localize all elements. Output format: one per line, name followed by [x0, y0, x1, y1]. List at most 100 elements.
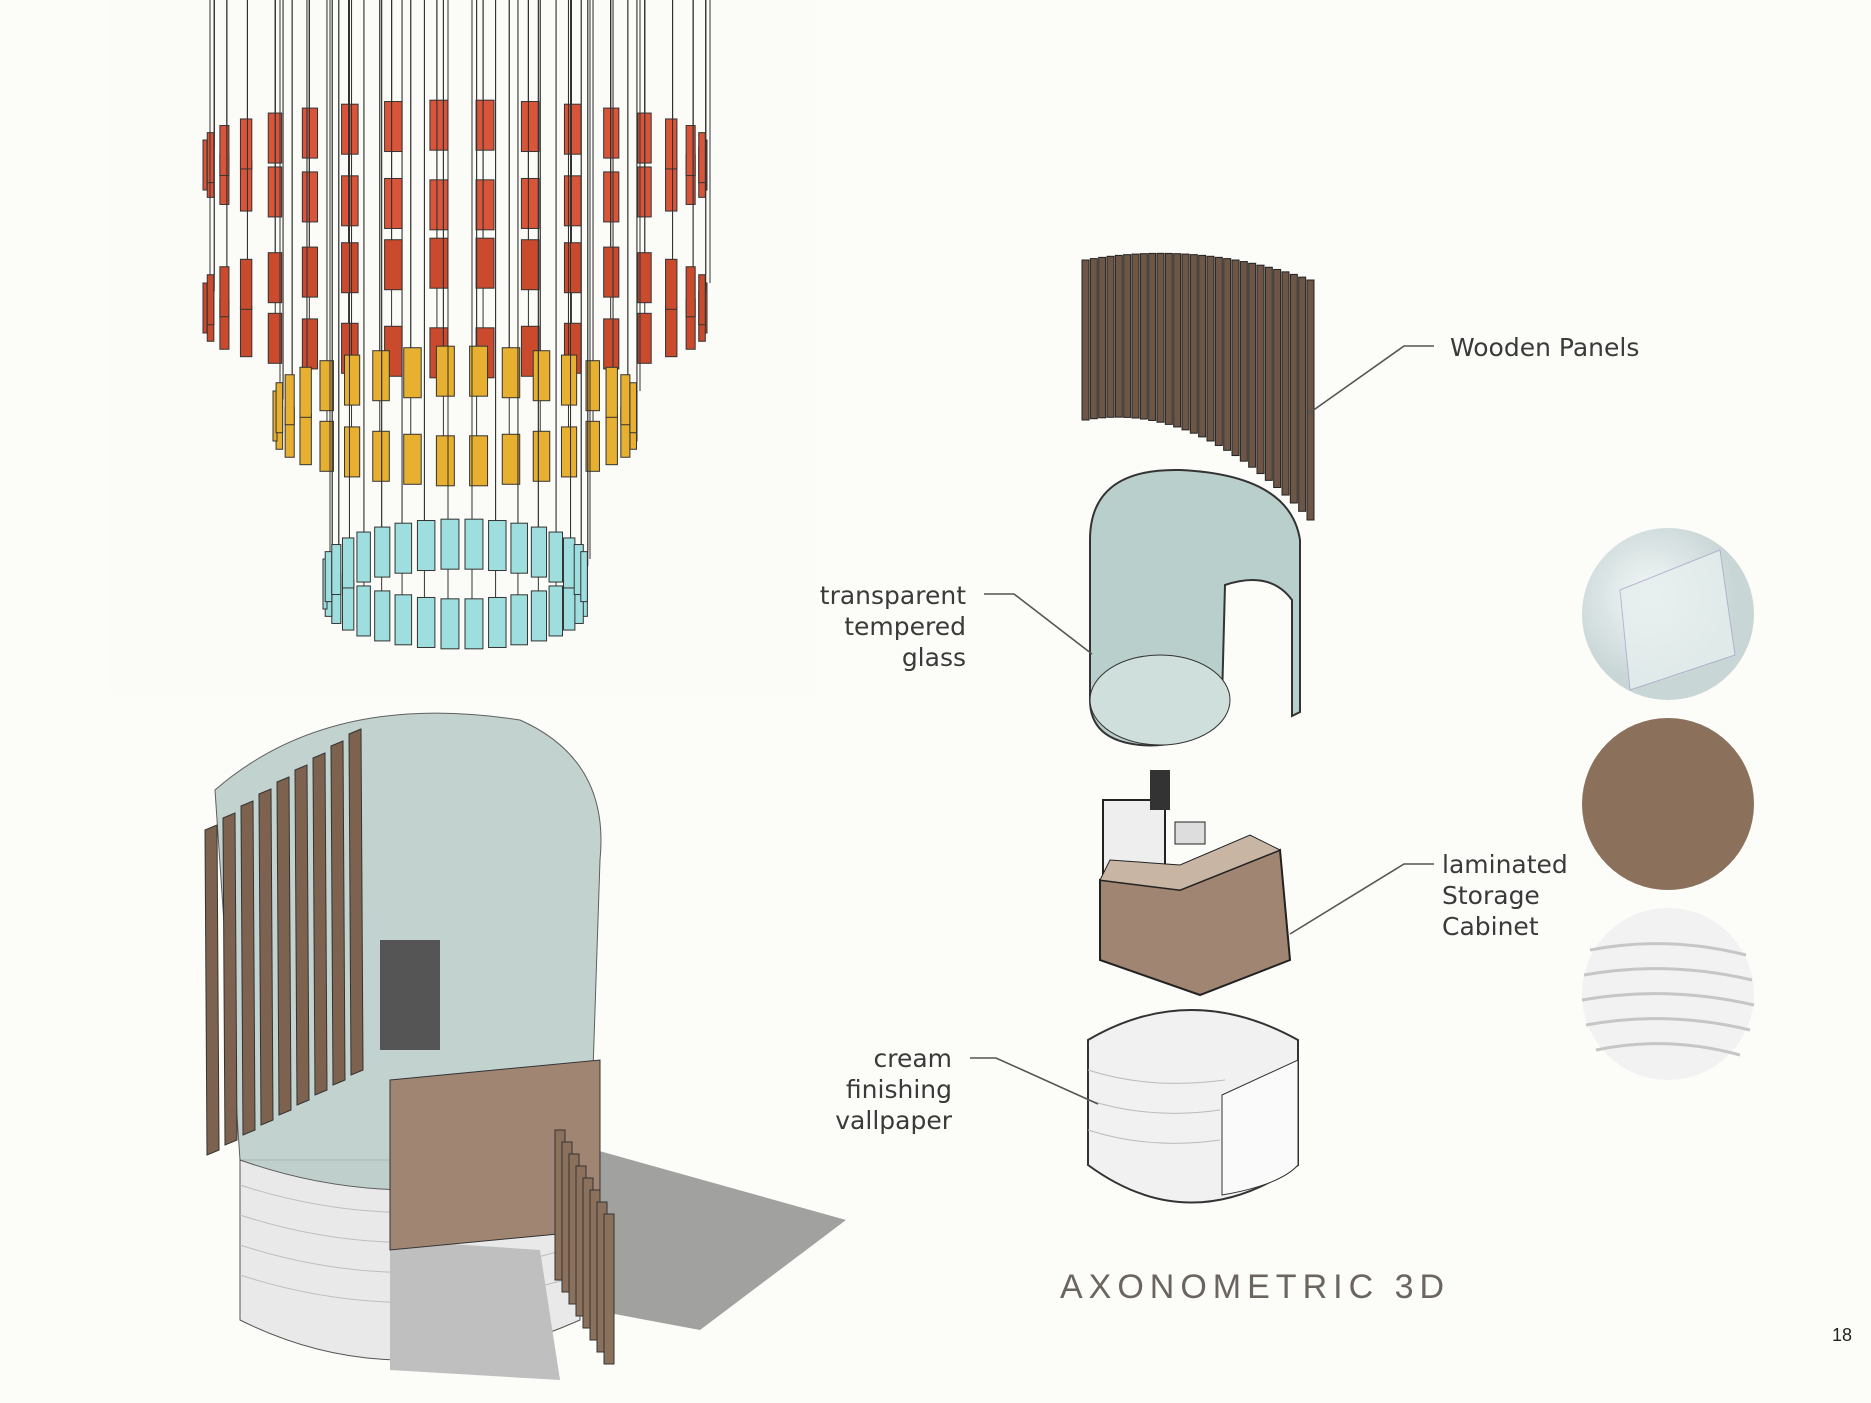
chandelier-panel — [603, 318, 620, 370]
chandelier-panel — [469, 435, 489, 487]
chandelier-panel — [219, 266, 230, 318]
kiosk-slat — [276, 776, 292, 1116]
chandelier-panel — [403, 347, 422, 399]
wooden-slat — [1273, 268, 1282, 489]
leader-lines — [970, 345, 1434, 1105]
wooden-slat — [1089, 258, 1098, 420]
chandelier-panel — [341, 537, 355, 589]
chandelier-panel — [585, 360, 600, 412]
chandelier-panel — [620, 374, 631, 426]
wooden-slat — [1306, 279, 1315, 521]
chandelier-panel — [665, 306, 678, 358]
chandelier-panel — [416, 520, 436, 572]
wooden-slat — [1206, 255, 1215, 442]
wooden-slat — [1189, 254, 1198, 434]
cabinet-drawing — [1099, 770, 1292, 997]
chandelier-panel — [603, 107, 620, 159]
cabinet-label-line: Cabinet — [1442, 912, 1539, 941]
wooden-slat — [1223, 258, 1232, 451]
chandelier-panel — [206, 132, 215, 184]
chandelier-panel — [384, 177, 403, 229]
chandelier-panel — [301, 246, 319, 298]
wooden-slat — [1264, 266, 1273, 481]
chandelier-panel — [275, 382, 284, 434]
chandelier-panel — [698, 132, 706, 184]
chandelier-panel — [585, 420, 600, 472]
kiosk-slat — [348, 728, 364, 1076]
chandelier-panel — [501, 433, 521, 485]
wallpaper-label: cream finishing vallpaper — [780, 1043, 952, 1136]
chandelier-panel — [665, 258, 678, 310]
chandelier-panel — [344, 354, 361, 406]
chandelier-panel — [374, 526, 391, 578]
kiosk-floor — [390, 1240, 560, 1380]
kiosk-coffee-machine — [380, 940, 440, 1050]
wooden-slat — [1098, 256, 1107, 419]
wooden-slat — [1289, 273, 1298, 504]
chandelier-panel — [301, 318, 319, 370]
chandelier-panel — [299, 414, 312, 466]
wooden-slat — [1198, 254, 1207, 438]
kiosk-slat — [603, 1213, 615, 1365]
wooden-slat — [1123, 254, 1132, 418]
chandelier-panel — [685, 125, 696, 177]
chandelier-panel — [637, 252, 652, 304]
chandelier-panel — [520, 101, 540, 153]
chandelier-panel — [219, 125, 230, 177]
chandelier-panel — [510, 594, 528, 646]
chandelier-panel — [605, 414, 618, 466]
chandelier-panel — [202, 282, 208, 334]
glass-pane-icon — [1619, 549, 1736, 691]
wooden-slat — [1256, 264, 1265, 475]
wooden-slat — [1239, 261, 1248, 462]
page-number: 18 — [1832, 1325, 1853, 1345]
chandelier-panel — [563, 175, 582, 227]
chandelier-panel — [356, 531, 371, 583]
chandelier-panel — [239, 306, 253, 358]
chandelier-panel — [563, 537, 576, 589]
chandelier-panel — [629, 382, 638, 434]
cabinet-label: laminated Storage Cabinet — [1442, 849, 1568, 942]
chandelier-panel — [563, 103, 582, 155]
chandelier-panel — [560, 354, 578, 406]
chandelier-panel — [563, 242, 582, 294]
chandelier-panel — [239, 258, 253, 310]
chandelier-panel — [429, 179, 449, 231]
kiosk-slat — [222, 812, 238, 1146]
chandelier-panel — [501, 347, 521, 399]
glass-label-line: glass — [901, 643, 966, 672]
kiosk-slat — [330, 740, 346, 1086]
chandelier-panel — [560, 426, 578, 478]
wooden-slat — [1181, 253, 1190, 431]
wooden-slat — [1231, 259, 1240, 457]
chandelier-panel — [685, 266, 696, 318]
wooden-slat — [1156, 252, 1165, 423]
chandelier-panel — [344, 426, 361, 478]
chandelier-panel — [440, 598, 460, 650]
chandelier-panel — [532, 430, 551, 482]
chandelier-panel — [603, 246, 620, 298]
chandelier-panel — [429, 237, 449, 289]
chandelier-panel — [580, 551, 588, 603]
chandelier-panel — [394, 522, 413, 574]
chandelier-panel — [319, 420, 334, 472]
wooden-slat — [1164, 252, 1173, 425]
wooden-slat — [1298, 276, 1307, 512]
kiosk-slat — [312, 752, 328, 1096]
chandelier-panel — [440, 518, 460, 570]
wooden-slat — [1248, 262, 1257, 468]
chandelier-panel — [267, 312, 283, 364]
kiosk-shadow — [540, 1140, 846, 1330]
chandelier-panel — [374, 590, 391, 642]
kiosk-wood-slats — [204, 728, 615, 1365]
chandelier-panel — [372, 350, 390, 402]
chandelier-panel — [403, 433, 422, 485]
chandelier-panel — [202, 139, 208, 191]
wooden-slat — [1214, 256, 1223, 446]
chandelier-panel — [548, 585, 564, 637]
chandelier-panel — [384, 239, 403, 291]
chandelier-panel — [331, 544, 342, 596]
chandelier-panel — [301, 107, 319, 159]
wooden-slat — [1173, 253, 1182, 428]
wallpaper-swatch-waves — [1581, 942, 1755, 1057]
